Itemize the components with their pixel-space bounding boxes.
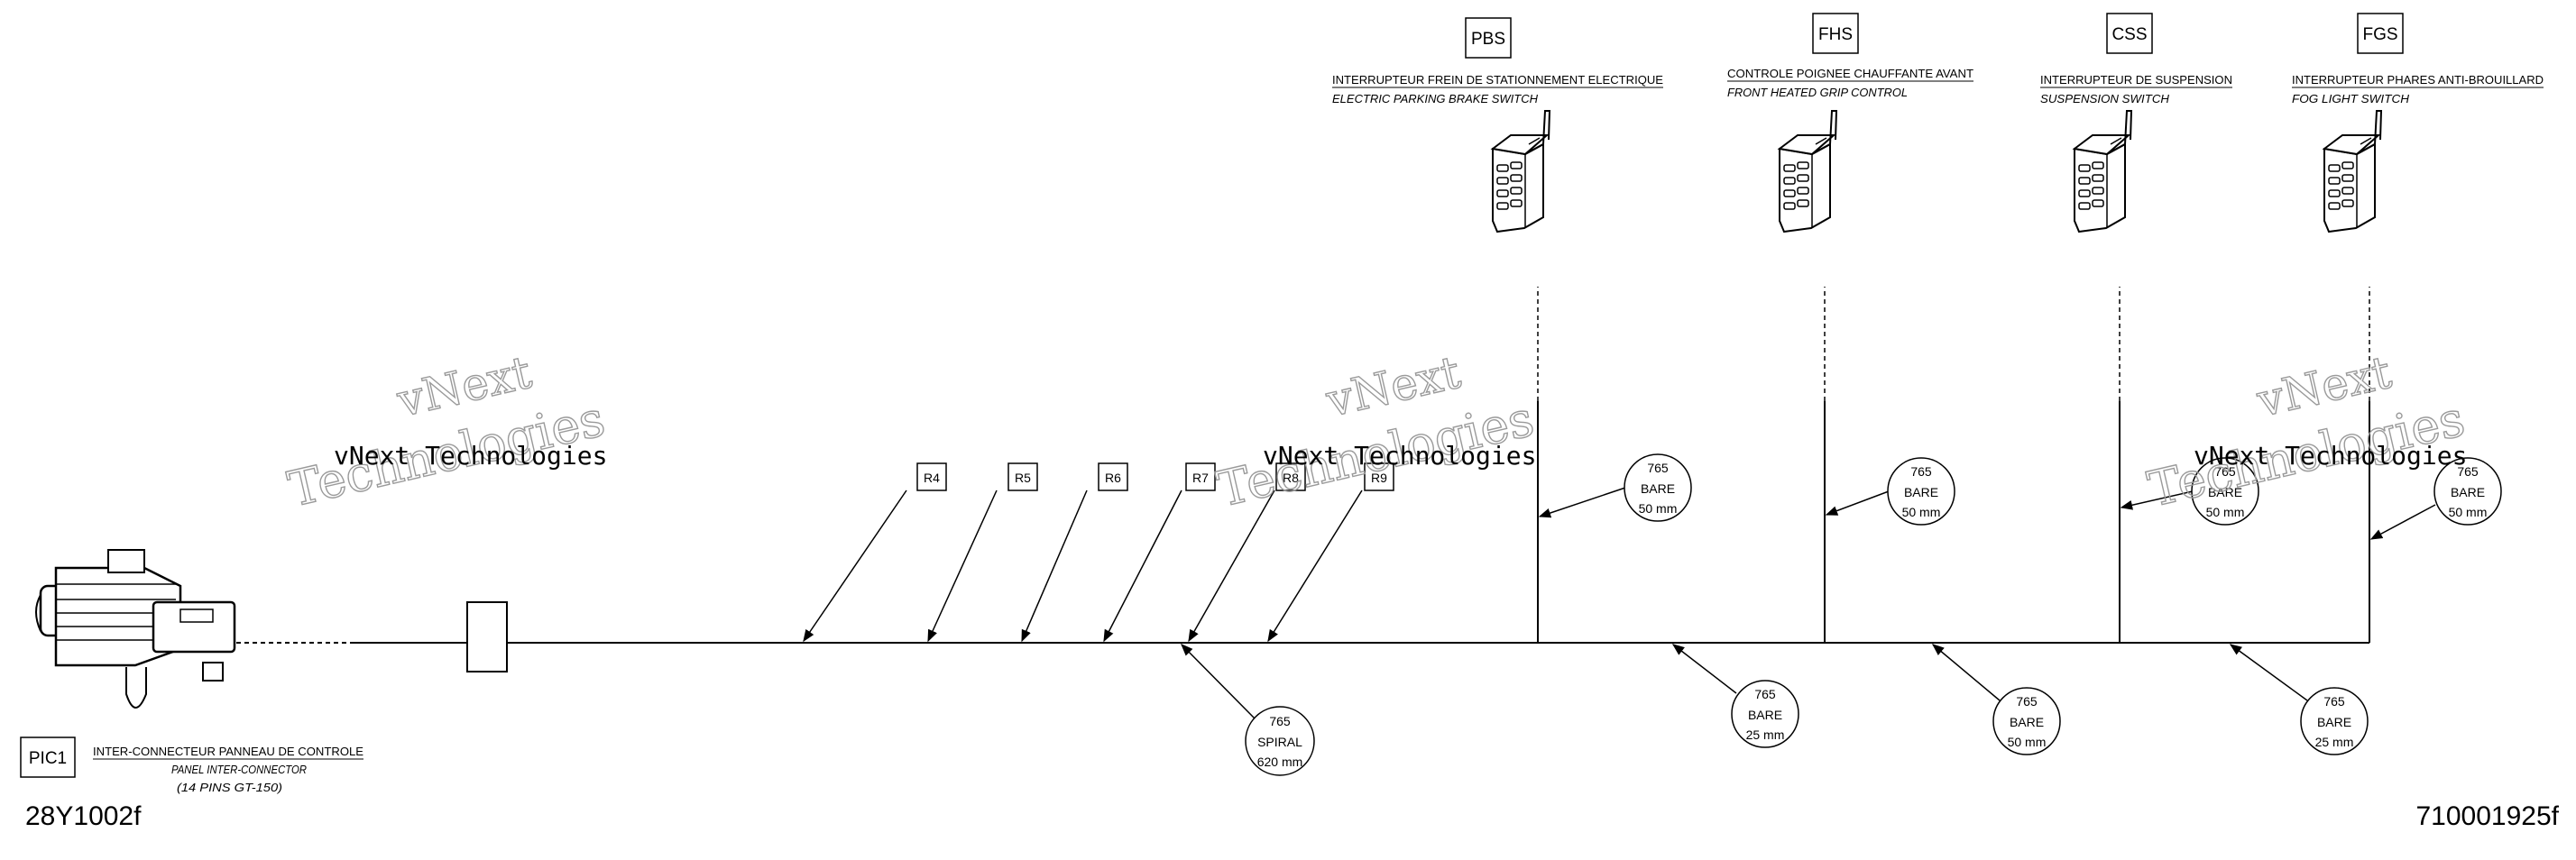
svg-text:BARE: BARE xyxy=(2451,485,2485,499)
pic1-label-pins: (14 PINS GT-150) xyxy=(177,781,282,794)
panel-inter-connector-icon xyxy=(35,549,236,709)
switch-id-fhs: FHS xyxy=(1812,13,1859,54)
pic1-label-fr: INTER-CONNECTEUR PANNEAU DE CONTROLE xyxy=(93,745,363,758)
trunk-callout-spiral: 765 SPIRAL 620 mm xyxy=(1181,644,1315,776)
fog-light-switch-icon xyxy=(2323,110,2382,233)
suspension-switch-icon xyxy=(2074,110,2132,233)
svg-text:765: 765 xyxy=(1269,714,1291,728)
parking-brake-switch-icon xyxy=(1492,110,1550,233)
branch-callout-pbs: 765 BARE 50 mm xyxy=(1538,453,1692,522)
svg-text:R6: R6 xyxy=(1105,471,1121,485)
svg-text:R7: R7 xyxy=(1192,471,1209,485)
svg-text:765: 765 xyxy=(2214,464,2236,479)
fhs-label-en: FRONT HEATED GRIP CONTROL xyxy=(1727,86,1908,99)
fgs-label-en: FOG LIGHT SWITCH xyxy=(2292,92,2410,105)
svg-text:765: 765 xyxy=(1754,687,1776,701)
svg-text:R9: R9 xyxy=(1371,471,1387,485)
svg-text:BARE: BARE xyxy=(2208,485,2242,499)
svg-text:25 mm: 25 mm xyxy=(2315,735,2354,749)
pbs-label-fr: INTERRUPTEUR FREIN DE STATIONNEMENT ELEC… xyxy=(1332,73,1663,87)
ref-r4: R4 xyxy=(803,462,947,643)
trunk-callout-1: 765 BARE 25 mm xyxy=(1671,644,1799,748)
ref-r6: R6 xyxy=(1021,462,1128,643)
branch-callout-fgs: 765 BARE 50 mm xyxy=(2369,457,2502,540)
svg-text:R5: R5 xyxy=(1015,471,1031,485)
switch-id-fgs: FGS xyxy=(2357,13,2404,54)
svg-text:CSS: CSS xyxy=(2111,25,2147,44)
svg-text:BARE: BARE xyxy=(2010,715,2044,729)
svg-text:BARE: BARE xyxy=(1641,481,1675,496)
svg-text:R4: R4 xyxy=(924,471,940,485)
svg-text:FHS: FHS xyxy=(1818,25,1853,44)
svg-text:vNext Technologies: vNext Technologies xyxy=(1263,441,1536,471)
fgs-label-fr: INTERRUPTEUR PHARES ANTI-BROUILLARD xyxy=(2292,73,2544,87)
svg-text:PBS: PBS xyxy=(1471,30,1505,49)
pbs-label-en: ELECTRIC PARKING BRAKE SWITCH xyxy=(1332,92,1539,105)
svg-text:PIC1: PIC1 xyxy=(29,749,67,768)
fhs-label-fr: CONTROLE POIGNEE CHAUFFANTE AVANT xyxy=(1727,67,1973,80)
watermark-2: vNext Technologies vNext Technologies xyxy=(1211,345,1540,518)
svg-text:50 mm: 50 mm xyxy=(1639,501,1678,516)
watermark-3: vNext Technologies vNext Technologies xyxy=(2142,345,2470,518)
svg-text:SPIRAL: SPIRAL xyxy=(1257,735,1302,749)
svg-text:765: 765 xyxy=(1647,461,1669,475)
svg-text:765: 765 xyxy=(2457,464,2479,479)
svg-text:50 mm: 50 mm xyxy=(1902,505,1941,519)
svg-text:25 mm: 25 mm xyxy=(1746,727,1785,742)
svg-text:765: 765 xyxy=(1910,464,1932,479)
svg-text:765: 765 xyxy=(2016,694,2038,709)
svg-text:FGS: FGS xyxy=(2362,25,2397,44)
svg-text:765: 765 xyxy=(2323,694,2345,709)
branch-callout-css: 765 BARE 50 mm xyxy=(2120,457,2259,526)
ref-r8: R8 xyxy=(1188,462,1306,643)
svg-text:BARE: BARE xyxy=(1904,485,1938,499)
branches xyxy=(1537,287,2370,643)
svg-text:50 mm: 50 mm xyxy=(2206,505,2245,519)
pic1-label-en: PANEL INTER-CONNECTOR xyxy=(171,763,307,776)
css-label-fr: INTERRUPTEUR DE SUSPENSION xyxy=(2040,73,2232,87)
ref-r5: R5 xyxy=(927,462,1038,643)
svg-text:50 mm: 50 mm xyxy=(2449,505,2488,519)
switch-id-css: CSS xyxy=(2106,13,2153,54)
svg-text:620 mm: 620 mm xyxy=(1257,755,1303,769)
svg-text:BARE: BARE xyxy=(1748,708,1782,722)
svg-text:vNext Technologies: vNext Technologies xyxy=(334,441,607,471)
trunk-callout-3: 765 BARE 25 mm xyxy=(2229,644,2369,755)
ref-r7: R7 xyxy=(1103,462,1216,643)
heated-grip-control-icon xyxy=(1779,110,1837,233)
svg-text:50 mm: 50 mm xyxy=(2008,735,2047,749)
ref-r9: R9 xyxy=(1267,462,1394,643)
trunk-clip xyxy=(466,601,508,672)
trunk-callout-2: 765 BARE 50 mm xyxy=(1931,644,2061,755)
css-label-en: SUSPENSION SWITCH xyxy=(2040,92,2170,105)
watermark-1: vNext Technologies vNext Technologies xyxy=(282,345,611,518)
drawing-code-right: 710001925f xyxy=(2416,801,2560,831)
svg-text:BARE: BARE xyxy=(2317,715,2351,729)
svg-text:R8: R8 xyxy=(1283,471,1299,485)
drawing-code-left: 28Y1002f xyxy=(25,801,142,831)
switch-id-pbs: PBS xyxy=(1465,17,1512,59)
branch-callout-fhs: 765 BARE 50 mm xyxy=(1825,457,1955,526)
pic1-id-box: PIC1 xyxy=(20,736,76,778)
svg-text:vNext Technologies: vNext Technologies xyxy=(2194,441,2467,471)
